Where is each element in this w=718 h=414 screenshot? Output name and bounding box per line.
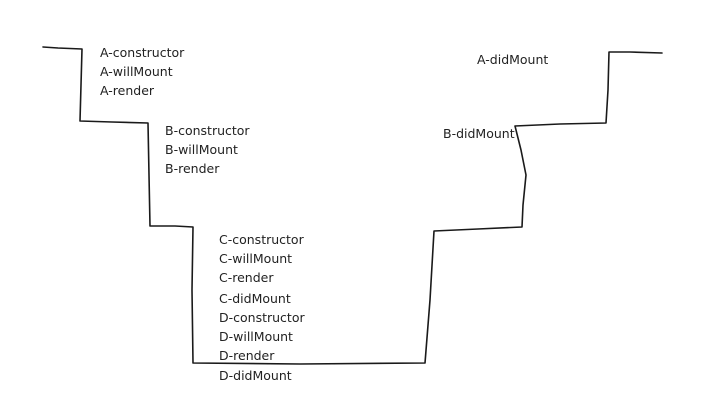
label-a-willmount: A-willMount [100,64,173,79]
label-a-render: A-render [100,83,155,98]
label-d-didmount: D-didMount [219,368,292,383]
label-b-render: B-render [165,161,220,176]
label-b-didmount: B-didMount [443,126,515,141]
label-c-didmount: C-didMount [219,291,291,306]
label-b-constructor: B-constructor [165,123,250,138]
label-a-didmount: A-didMount [477,52,548,67]
label-d-willmount: D-willMount [219,329,293,344]
label-c-willmount: C-willMount [219,251,292,266]
label-d-render: D-render [219,348,275,363]
label-b-willmount: B-willMount [165,142,238,157]
label-d-constructor: D-constructor [219,310,305,325]
label-c-render: C-render [219,270,274,285]
label-c-constructor: C-constructor [219,232,305,247]
label-a-constructor: A-constructor [100,45,185,60]
call-stack-outline [42,46,663,365]
